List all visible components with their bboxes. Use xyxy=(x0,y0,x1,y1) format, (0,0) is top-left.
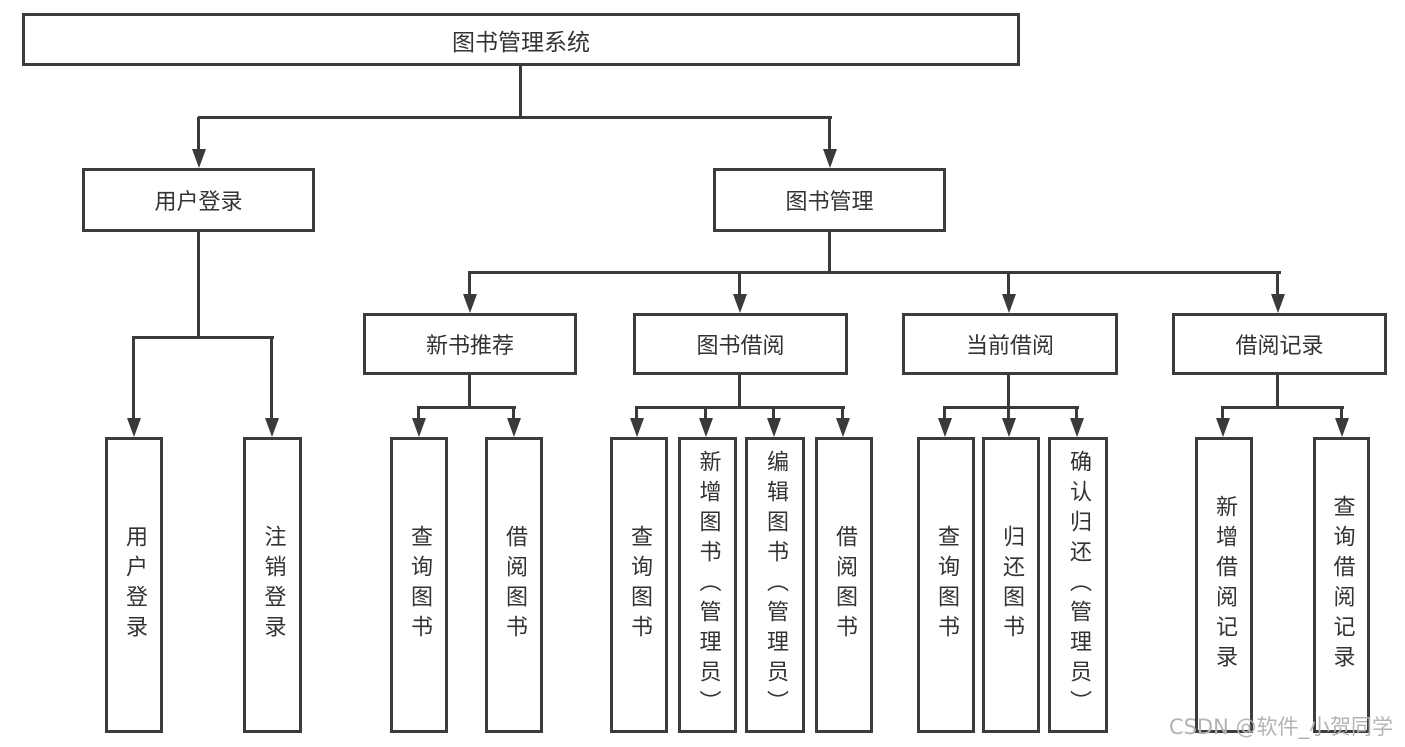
connector-line xyxy=(197,231,200,339)
connector-line xyxy=(468,374,471,409)
node-borrowing-records-label: 借阅记录 xyxy=(1235,334,1324,359)
node-book-management-label: 图书管理 xyxy=(785,190,874,215)
node-borrowing-records: 借阅记录 xyxy=(1172,313,1387,375)
node-user-login: 用户登录 xyxy=(82,168,315,232)
arrow-down-icon xyxy=(1002,294,1016,313)
leaf-borrow-books: 借阅图书 xyxy=(815,437,873,733)
node-book-management: 图书管理 xyxy=(713,168,946,232)
node-system-root-label: 图书管理系统 xyxy=(452,29,590,56)
node-new-book-recommendation: 新书推荐 xyxy=(363,313,577,375)
connector-line xyxy=(270,336,273,418)
leaf-query-books-recommend-label: 查询图书 xyxy=(407,525,432,645)
connector-line xyxy=(1340,406,1343,418)
arrow-down-icon xyxy=(630,418,644,437)
connector-line xyxy=(944,406,1079,409)
connector-line xyxy=(1222,406,1344,409)
arrow-down-icon xyxy=(192,149,206,168)
connector-line xyxy=(519,66,522,117)
leaf-borrow-books-recommend: 借阅图书 xyxy=(485,437,543,733)
arrow-down-icon xyxy=(412,418,426,437)
leaf-logout-label: 注销登录 xyxy=(260,525,286,645)
leaf-add-borrow-record-label: 新增借阅记录 xyxy=(1212,495,1237,675)
csdn-watermark: CSDN @软件_小贺同学 xyxy=(1168,715,1393,739)
connector-line xyxy=(133,336,274,339)
connector-line xyxy=(417,406,420,418)
arrow-down-icon xyxy=(507,418,521,437)
connector-line xyxy=(841,406,844,418)
connector-line xyxy=(468,272,471,295)
node-user-login-label: 用户登录 xyxy=(154,190,243,215)
connector-line xyxy=(1276,272,1279,295)
node-current-borrowing-label: 当前借阅 xyxy=(965,334,1054,359)
leaf-logout: 注销登录 xyxy=(243,437,302,733)
leaf-query-books-current-label: 查询图书 xyxy=(934,525,959,645)
leaf-return-books-label: 归还图书 xyxy=(999,525,1024,645)
arrow-down-icon xyxy=(733,294,747,313)
arrow-down-icon xyxy=(938,418,952,437)
connector-line xyxy=(943,406,946,418)
leaf-user-login-label: 用户登录 xyxy=(122,525,147,645)
connector-line xyxy=(738,272,741,295)
connector-line xyxy=(738,374,741,409)
arrow-down-icon xyxy=(265,418,279,437)
connector-line xyxy=(1075,406,1078,418)
leaf-edit-books-admin: 编辑图书（管理员） xyxy=(745,437,805,733)
connector-line xyxy=(132,336,135,418)
connector-line xyxy=(1221,406,1224,418)
node-book-borrowing-label: 图书借阅 xyxy=(696,334,785,359)
node-book-borrowing: 图书借阅 xyxy=(633,313,848,375)
connector-line xyxy=(198,116,832,119)
arrow-down-icon xyxy=(767,418,781,437)
leaf-add-books-admin-label: 新增图书（管理员） xyxy=(695,450,721,720)
connector-line xyxy=(636,406,845,409)
arrow-down-icon xyxy=(1216,418,1230,437)
arrow-down-icon xyxy=(1070,418,1084,437)
leaf-query-books-recommend: 查询图书 xyxy=(390,437,448,733)
leaf-borrow-books-label: 借阅图书 xyxy=(832,525,857,645)
arrow-down-icon xyxy=(1335,418,1349,437)
connector-line xyxy=(828,231,831,273)
leaf-query-borrow-record-label: 查询借阅记录 xyxy=(1329,495,1355,675)
node-current-borrowing: 当前借阅 xyxy=(902,313,1118,375)
leaf-confirm-return-admin: 确认归还（管理员） xyxy=(1048,437,1108,733)
connector-line xyxy=(1007,406,1010,418)
arrow-down-icon xyxy=(127,418,141,437)
connector-line xyxy=(704,406,707,418)
leaf-confirm-return-admin-label: 确认归还（管理员） xyxy=(1066,450,1091,720)
arrow-down-icon xyxy=(836,418,850,437)
arrow-down-icon xyxy=(1271,294,1285,313)
connector-line xyxy=(772,406,775,418)
connector-line xyxy=(197,117,200,149)
node-system-root: 图书管理系统 xyxy=(22,13,1020,66)
connector-line xyxy=(828,117,831,149)
leaf-query-books-current: 查询图书 xyxy=(917,437,975,733)
connector-line xyxy=(418,406,516,409)
arrow-down-icon xyxy=(463,294,477,313)
node-new-book-recommendation-label: 新书推荐 xyxy=(425,334,514,359)
connector-line xyxy=(512,406,515,418)
connector-line xyxy=(1276,374,1279,409)
connector-line xyxy=(1007,374,1010,409)
leaf-query-borrow-record: 查询借阅记录 xyxy=(1313,437,1370,733)
leaf-add-borrow-record: 新增借阅记录 xyxy=(1195,437,1253,733)
arrow-down-icon xyxy=(823,149,837,168)
leaf-edit-books-admin-label: 编辑图书（管理员） xyxy=(763,450,788,720)
connector-line xyxy=(1007,272,1010,295)
arrow-down-icon xyxy=(699,418,713,437)
leaf-user-login: 用户登录 xyxy=(105,437,163,733)
leaf-query-books-borrowing: 查询图书 xyxy=(610,437,668,733)
leaf-query-books-borrowing-label: 查询图书 xyxy=(627,525,652,645)
arrow-down-icon xyxy=(1002,418,1016,437)
leaf-return-books: 归还图书 xyxy=(982,437,1040,733)
connector-line xyxy=(635,406,638,418)
leaf-add-books-admin: 新增图书（管理员） xyxy=(678,437,737,733)
connector-line xyxy=(468,271,1281,274)
leaf-borrow-books-recommend-label: 借阅图书 xyxy=(502,525,527,645)
